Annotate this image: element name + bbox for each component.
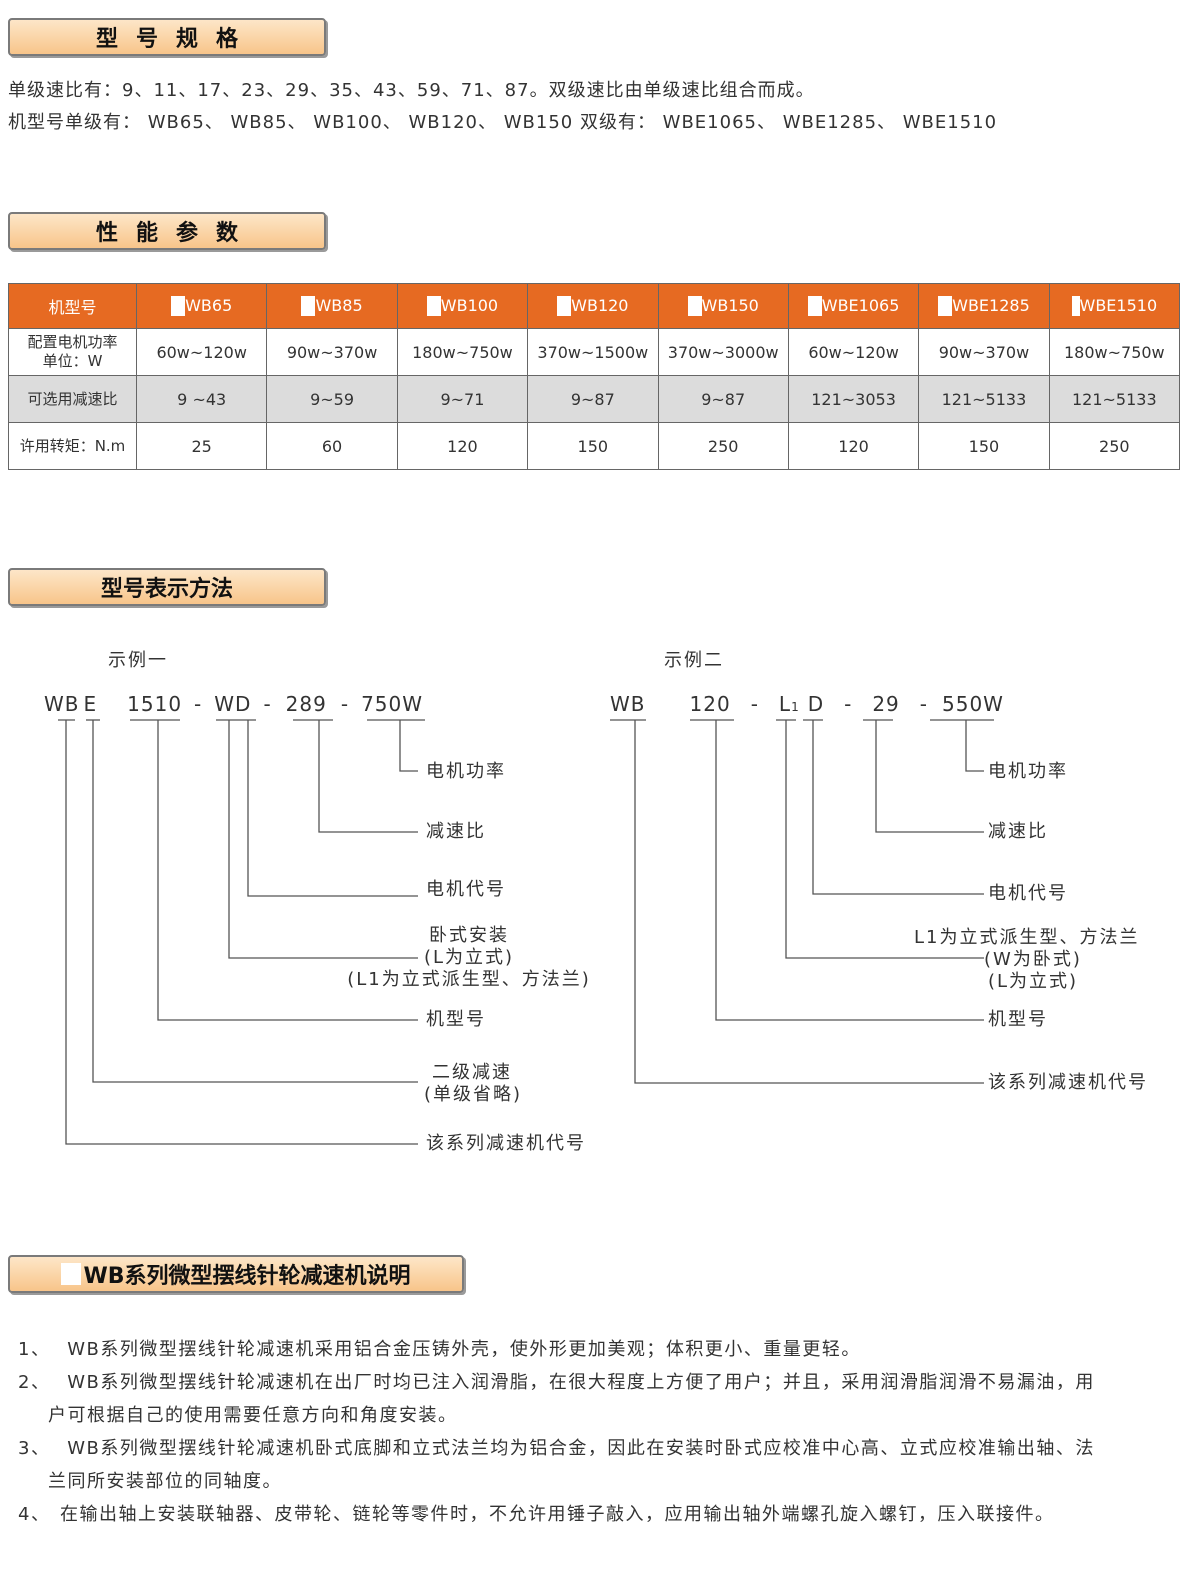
placeholder-box: [61, 1263, 82, 1285]
label-frame: 机型号: [988, 1009, 1048, 1030]
label-motor-code: 电机代号: [988, 883, 1068, 904]
note-item: 2、 WB系列微型摆线针轮减速机在出厂时均已注入润滑脂，在很大程度上方便了用户；…: [18, 1372, 1095, 1426]
table-cell: 250: [657, 422, 789, 470]
table-cell: 370w~1500w: [527, 328, 659, 376]
label-frame: 机型号: [426, 1009, 486, 1030]
label-ratio: 减速比: [426, 821, 486, 842]
section-header-desc: WB系列微型摆线针轮减速机说明: [8, 1255, 464, 1293]
example2-title: 示例二: [664, 650, 724, 671]
table-cell: 60w~120w: [135, 328, 268, 376]
header-model: WB100: [396, 283, 529, 329]
note-item: 1、 WB系列微型摆线针轮减速机采用铝合金压铸外壳，使外形更加美观；体积更小、重…: [18, 1339, 861, 1360]
table-cell: 120: [787, 422, 920, 470]
table-row: 配置电机功率单位：W 60w~120w 90w~370w 180w~750w 3…: [8, 328, 1181, 376]
note-item: 3、 WB系列微型摆线针轮减速机卧式底脚和立式法兰均为铝合金，因此在安装时卧式应…: [18, 1438, 1095, 1492]
table-cell: 150: [527, 422, 659, 470]
table-row: 许用转矩：N.m 25 60 120 150 250 120 150 250: [8, 422, 1181, 470]
table-cell: 250: [1048, 422, 1181, 470]
header-model: WB65: [135, 283, 268, 329]
section-header-model: 型号表示方法: [8, 568, 326, 606]
header-model: WB120: [527, 283, 659, 329]
label-series: 该系列减速机代号: [988, 1072, 1148, 1093]
label-ratio: 减速比: [988, 821, 1048, 842]
section-title: 型号表示方法: [100, 577, 233, 602]
table-cell: 9 ~43: [135, 375, 268, 423]
section-title: 型号规格: [95, 27, 256, 52]
row-label: 许用转矩：N.m: [8, 422, 137, 470]
label-motor-power: 电机功率: [426, 761, 506, 782]
table-cell: 120: [396, 422, 529, 470]
table-cell: 180w~750w: [1048, 328, 1181, 376]
table-cell: 25: [135, 422, 268, 470]
section-title: WB系列微型摆线针轮减速机说明: [83, 1264, 411, 1289]
label-motor-code: 电机代号: [426, 879, 506, 900]
label-mounting: L1为立式派生型、方法兰 (W为卧式) (L为立式): [914, 927, 1140, 992]
example1-title: 示例一: [108, 650, 168, 671]
table-header-row: 机型号 WB65 WB85 WB100 WB120 WB150 WBE1065 …: [8, 283, 1181, 329]
table-cell: 90w~370w: [266, 328, 398, 376]
section-header-perf: 性能参数: [8, 212, 326, 250]
table-cell: 121~5133: [1048, 375, 1181, 423]
table-cell: 150: [918, 422, 1050, 470]
spec-line-models: 机型号单级有： WB65、 WB85、 WB100、 WB120、 WB150 …: [8, 112, 998, 133]
header-model: WBE1510: [1048, 283, 1181, 329]
spec-line-ratios: 单级速比有：9、11、17、23、29、35、43、59、71、87。双级速比由…: [8, 80, 815, 101]
label-stage: 二级减速 (单级省略): [424, 1062, 523, 1105]
label-series: 该系列减速机代号: [426, 1133, 586, 1154]
header-model: WB150: [657, 283, 789, 329]
table-cell: 90w~370w: [918, 328, 1050, 376]
table-cell: 121~5133: [918, 375, 1050, 423]
table-cell: 60w~120w: [787, 328, 920, 376]
table-cell: 9~87: [657, 375, 789, 423]
label-mounting: 卧式安装 (L为立式) (L1为立式派生型、方法兰): [347, 925, 591, 990]
table-cell: 9~59: [266, 375, 398, 423]
section-header-spec: 型号规格: [8, 18, 326, 56]
row-label: 配置电机功率单位：W: [8, 328, 137, 376]
performance-table: 机型号 WB65 WB85 WB100 WB120 WB150 WBE1065 …: [8, 283, 1181, 470]
table-cell: 9~87: [527, 375, 659, 423]
section-title: 性能参数: [95, 221, 256, 246]
note-item: 4、在输出轴上安装联轴器、皮带轮、链轮等零件时，不允许用锤子敲入，应用输出轴外端…: [18, 1504, 1055, 1525]
header-model: WB85: [266, 283, 398, 329]
label-motor-power: 电机功率: [988, 761, 1068, 782]
